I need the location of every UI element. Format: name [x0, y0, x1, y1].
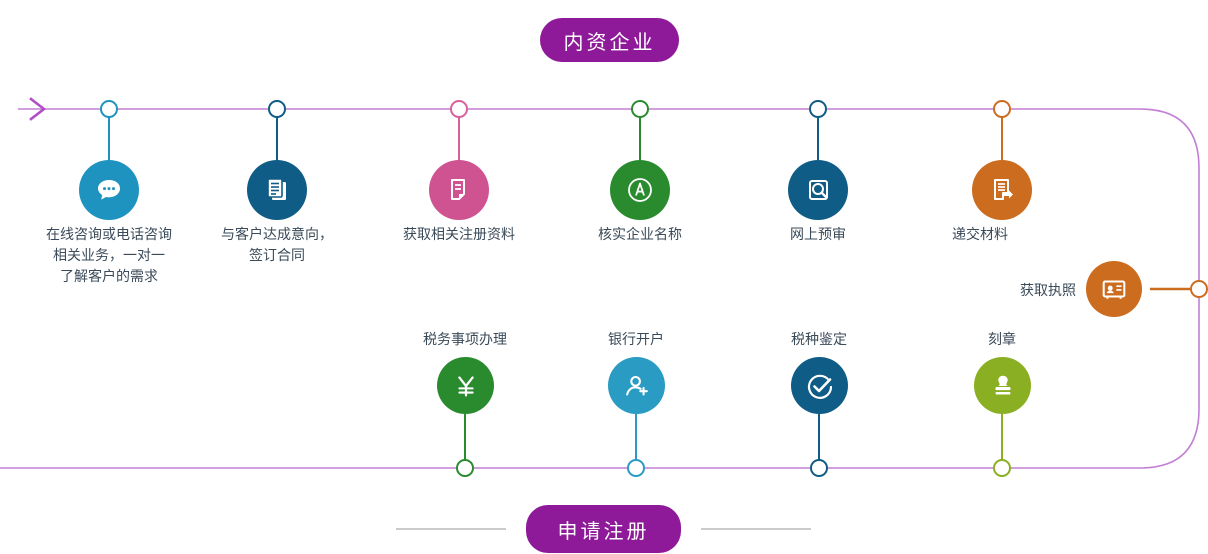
badge-apply-registration[interactable]: 申请注册 — [526, 505, 681, 553]
start-arrow-icon — [29, 97, 47, 121]
track-ring-1 — [100, 100, 118, 118]
step-9-icon-circle[interactable] — [608, 357, 665, 414]
step-7-label: 获取执照 — [1020, 282, 1076, 298]
track-ring-5 — [809, 100, 827, 118]
step-5-label: 网上预审 — [790, 226, 846, 242]
step-10-label: 税种鉴定 — [791, 331, 847, 347]
document-pages-icon — [267, 178, 286, 200]
chat-bubble-icon — [98, 180, 120, 200]
track-ring-2 — [268, 100, 286, 118]
step-3-label: 获取相关注册资料 — [403, 226, 515, 242]
track-ring-6 — [993, 100, 1011, 118]
check-circle-icon — [807, 374, 832, 399]
track-ring-8 — [456, 459, 474, 477]
step-8-icon-circle[interactable] — [437, 357, 494, 414]
step-5-icon-circle[interactable] — [788, 160, 848, 220]
track-ring-4 — [631, 100, 649, 118]
track-ring-11 — [993, 459, 1011, 477]
badge-domestic-enterprise[interactable]: 内资企业 — [540, 18, 679, 62]
document-search-icon — [809, 180, 828, 200]
step-2-icon-circle[interactable] — [247, 160, 307, 220]
step-7-icon-circle[interactable] — [1086, 261, 1142, 317]
user-add-icon — [625, 375, 648, 395]
step-9-label: 银行开户 — [608, 331, 664, 347]
step-6-label: 递交材料 — [952, 226, 1008, 242]
step-6-icon-circle[interactable] — [972, 160, 1032, 220]
track-ring-3 — [450, 100, 468, 118]
step-11-label: 刻章 — [988, 331, 1016, 347]
track-ring-10 — [810, 459, 828, 477]
track-ring-7 — [1190, 280, 1208, 298]
step-4-label: 核实企业名称 — [598, 226, 682, 242]
step-11-icon-circle[interactable] — [974, 357, 1031, 414]
step-1-label: 在线咨询或电话咨询 相关业务，一对一 了解客户的需求 — [46, 226, 172, 284]
step-4-icon-circle[interactable] — [610, 160, 670, 220]
step-8-label: 税务事项办理 — [423, 331, 507, 347]
letter-a-badge-icon — [628, 178, 652, 202]
document-note-icon — [451, 179, 465, 200]
step-2-label: 与客户达成意向， 签订合同 — [221, 226, 333, 263]
step-3-icon-circle[interactable] — [429, 160, 489, 220]
stamp-icon — [995, 375, 1010, 394]
license-card-icon — [1102, 280, 1126, 299]
yuan-currency-icon — [457, 375, 474, 396]
document-submit-icon — [994, 179, 1013, 200]
track-ring-9 — [627, 459, 645, 477]
step-10-icon-circle[interactable] — [791, 357, 848, 414]
step-1-icon-circle[interactable] — [79, 160, 139, 220]
